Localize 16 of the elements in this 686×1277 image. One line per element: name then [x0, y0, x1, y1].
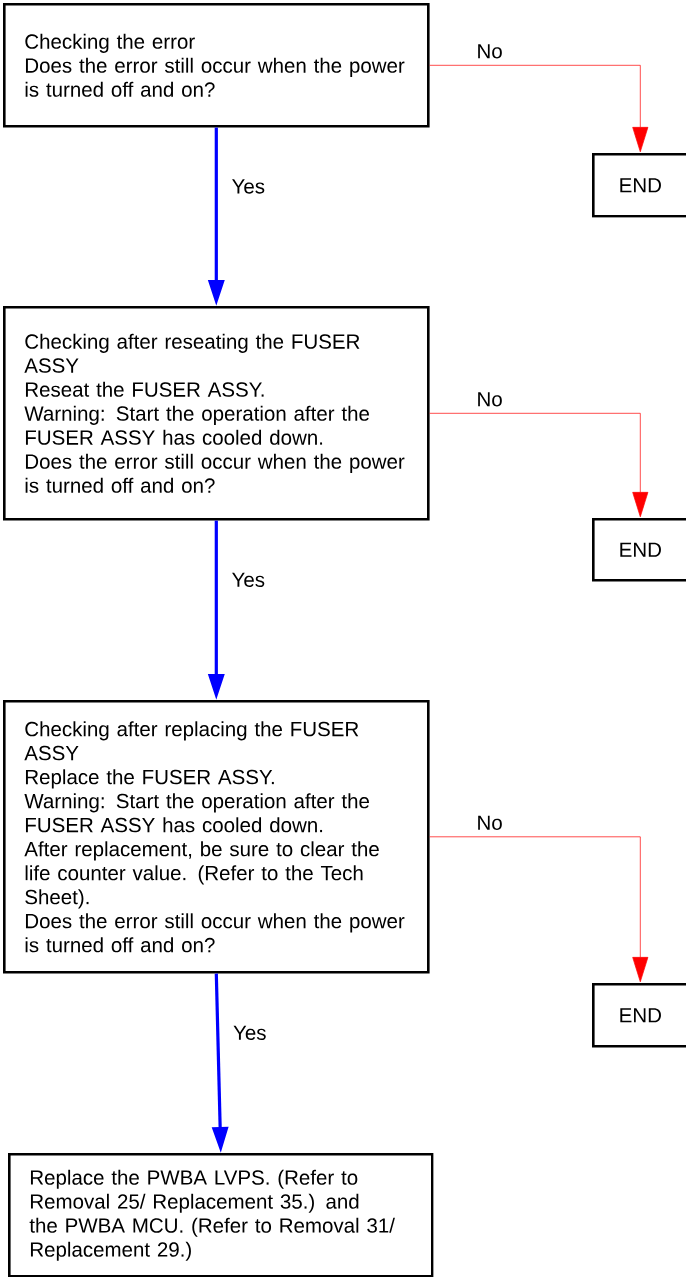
edge-label: No — [475, 43, 504, 60]
arrow — [429, 64, 649, 153]
arrow — [429, 412, 649, 518]
process-box: Replace the PWBA LVPS. (Refer to Removal 25/ Replacement 35.) and the PWBA MCU. (Refer to Removal 31/ Replacement 29.) — [8, 1153, 434, 1277]
process-box: Checking after replacing the FUSER ASSY Replace the FUSER ASSY. Warning: Start the operation after the FUSER ASSY has cooled down. After replacement, be sure to clear the life counter value. (Refer to the Tech Sheet). Does the error still occur when the power is turned off and on? — [3, 700, 430, 974]
edge-label: Yes — [232, 1024, 268, 1041]
process-box: Checking after reseating the FUSER ASSY Reseat the FUSER ASSY. Warning: Start the operation after the FUSER ASSY has cooled down. Does the error still occur when the power is turned off and on? — [3, 306, 430, 521]
arrow — [429, 836, 649, 983]
edge-label: No — [475, 391, 504, 408]
edge-label: Yes — [230, 178, 266, 195]
edge-label: Yes — [230, 571, 266, 588]
edge-label: No — [475, 814, 504, 831]
end-box: END — [592, 153, 686, 218]
process-box: Checking the error Does the error still occur when the power is turned off and on? — [3, 3, 430, 128]
end-box: END — [592, 518, 686, 582]
end-box: END — [592, 983, 686, 1048]
